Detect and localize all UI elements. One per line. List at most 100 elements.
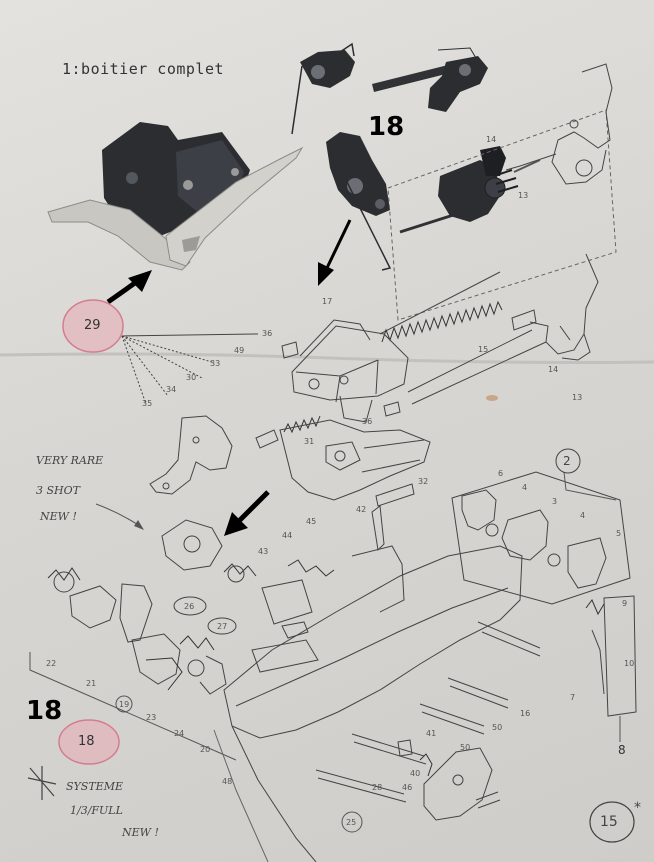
grip-8 bbox=[603, 595, 637, 717]
rod-upper bbox=[477, 621, 541, 657]
page-title: 1:boitier complet bbox=[62, 60, 225, 78]
photo-housing-assembly bbox=[47, 122, 304, 271]
circle-25 bbox=[341, 811, 363, 833]
pink-18-label: 18 bbox=[78, 734, 95, 749]
circle-27-label: 27 bbox=[217, 622, 228, 631]
part-21 bbox=[69, 585, 117, 629]
part-label-50b: 50 bbox=[460, 743, 471, 752]
part-41 bbox=[397, 739, 413, 757]
rod-bottom bbox=[315, 769, 407, 803]
photo-pin-sear bbox=[372, 47, 488, 112]
arrows bbox=[106, 219, 352, 536]
recoil-spring-axis bbox=[379, 271, 501, 335]
part-label-44: 44 bbox=[282, 531, 293, 540]
circle-19 bbox=[115, 695, 133, 713]
part-label-15: 15 bbox=[478, 345, 489, 354]
bracket-lower-left bbox=[29, 652, 237, 761]
rod-lower bbox=[447, 677, 509, 709]
part-label-20: 20 bbox=[200, 745, 211, 754]
part-label-4b: 4 bbox=[580, 511, 586, 520]
spring-33 bbox=[283, 415, 321, 434]
spring-22 bbox=[47, 567, 81, 581]
part-label-16: 16 bbox=[520, 709, 531, 718]
part-label-14a: 14 bbox=[486, 135, 497, 144]
selector-lever-mid bbox=[529, 253, 599, 355]
pin-36-top bbox=[281, 341, 299, 359]
pink-29-label: 29 bbox=[84, 318, 101, 333]
part-label-22: 22 bbox=[46, 659, 57, 668]
selector-pin-long bbox=[407, 329, 547, 405]
part-label-35: 35 bbox=[142, 399, 153, 408]
part-label-30: 30 bbox=[186, 373, 197, 382]
callout-18-top: 18 bbox=[368, 112, 405, 142]
part-label-13a: 13 bbox=[518, 191, 529, 200]
selector-drum bbox=[161, 519, 223, 571]
part-label-17: 17 bbox=[322, 297, 333, 306]
photo-selector-assembly bbox=[399, 146, 541, 234]
part-6 bbox=[461, 489, 497, 531]
part-label-4a: 4 bbox=[522, 483, 528, 492]
spring-20 bbox=[199, 655, 227, 695]
circle-2-label: 2 bbox=[563, 454, 571, 468]
part-label-32: 32 bbox=[418, 477, 429, 486]
part-label-23: 23 bbox=[146, 713, 157, 722]
rod-lower2 bbox=[419, 703, 485, 735]
part-label-8: 8 bbox=[618, 743, 626, 757]
part-21b bbox=[119, 583, 153, 643]
part-3 bbox=[501, 509, 549, 561]
hammer-46 bbox=[423, 747, 493, 821]
spring-44 bbox=[287, 559, 335, 577]
pin-10 bbox=[591, 629, 605, 695]
washer-26 bbox=[173, 596, 207, 616]
block-43 bbox=[261, 579, 313, 625]
part-label-42: 42 bbox=[356, 505, 367, 514]
spring-43a bbox=[223, 563, 257, 577]
part-label-14b: 14 bbox=[548, 365, 559, 374]
washer-27 bbox=[207, 617, 237, 635]
note-full: 1/3/FULL bbox=[70, 804, 123, 817]
housing-block bbox=[291, 325, 409, 401]
pin-32 bbox=[375, 483, 415, 507]
part-label-36b: 36 bbox=[362, 417, 373, 426]
part-label-9: 9 bbox=[622, 599, 628, 608]
part-label-21: 21 bbox=[86, 679, 97, 688]
pin-30 bbox=[255, 429, 279, 449]
arrow-to-selector bbox=[224, 512, 248, 536]
washer-4a bbox=[485, 523, 499, 537]
part-label-3: 3 bbox=[552, 497, 558, 506]
rod-28 bbox=[351, 733, 427, 765]
spring-9 bbox=[585, 599, 605, 616]
part-label-46: 46 bbox=[402, 783, 413, 792]
part-label-49: 49 bbox=[234, 346, 245, 355]
pink-callout-29 bbox=[62, 299, 124, 353]
part-label-36a: 36 bbox=[262, 329, 273, 338]
pink-callout-18 bbox=[58, 719, 120, 765]
part-label-24: 24 bbox=[174, 729, 185, 738]
note-3-shot: 3 SHOT bbox=[36, 484, 80, 497]
part-label-43: 43 bbox=[258, 547, 269, 556]
part-label-7: 7 bbox=[570, 693, 576, 702]
frame-bottom-left bbox=[231, 725, 317, 862]
circle-15 bbox=[589, 801, 635, 843]
arrow-to-housing bbox=[128, 270, 152, 292]
spring-24 bbox=[179, 635, 215, 651]
note-systeme: SYSTEME bbox=[66, 780, 123, 793]
recoil-spring-coils bbox=[381, 300, 503, 343]
part-label-28: 28 bbox=[372, 783, 383, 792]
circle-26-label: 26 bbox=[184, 602, 195, 611]
part-label-5: 5 bbox=[616, 529, 622, 538]
trigger bbox=[149, 415, 233, 495]
line-art bbox=[29, 63, 637, 862]
callout-18-bottom: 18 bbox=[26, 696, 63, 726]
selector-lever-top bbox=[551, 63, 613, 185]
part-label-48: 48 bbox=[222, 777, 233, 786]
washer-4b bbox=[547, 553, 561, 567]
star-label: * bbox=[634, 800, 641, 816]
circle-25-label: 25 bbox=[346, 818, 357, 827]
part-label-34: 34 bbox=[166, 385, 177, 394]
part-23 bbox=[131, 633, 181, 685]
bolt-group-box bbox=[451, 471, 631, 605]
hand-asterisk bbox=[27, 766, 57, 800]
